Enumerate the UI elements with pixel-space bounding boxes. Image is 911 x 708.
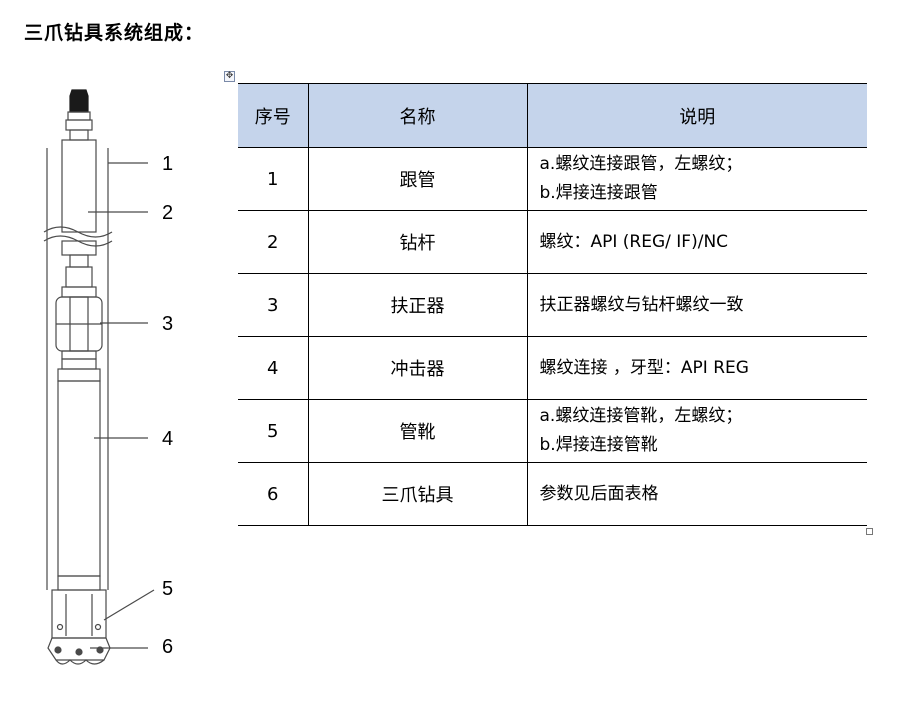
- row-desc: 扶正器螺纹与钻杆螺纹一致: [526, 273, 867, 337]
- row-desc-line: 螺纹：API (REG/ IF)/NC: [539, 231, 729, 252]
- coupling: [61, 358, 97, 370]
- table-row: 1 跟管 a.螺纹连接跟管，左螺纹； b.焊接连接跟管: [238, 147, 867, 211]
- row-desc-line: a.螺纹连接跟管，左螺纹；: [539, 154, 743, 174]
- row-name: 钻杆: [307, 210, 528, 274]
- row-desc: 螺纹连接 ，牙型：API REG: [526, 336, 867, 400]
- tri-cone-bit: [47, 637, 111, 665]
- row-no: 6: [238, 462, 309, 526]
- row-desc: 参数见后面表格: [526, 462, 867, 526]
- row-no: 4: [238, 336, 309, 400]
- callout-label: 3: [162, 313, 173, 335]
- row-no: 1: [238, 147, 309, 211]
- row-desc-line: 参数见后面表格: [539, 483, 659, 504]
- row-no: 5: [238, 399, 309, 463]
- header-desc: 说明: [526, 83, 867, 148]
- components-table: 序号 名称 说明 1 跟管 a.螺纹连接跟管，左螺纹； b.焊接连接跟管 2 钻…: [238, 83, 867, 526]
- table-row: 3 扶正器 扶正器螺纹与钻杆螺纹一致: [238, 273, 867, 337]
- header-no: 序号: [238, 83, 309, 148]
- row-desc: 螺纹：API (REG/ IF)/NC: [526, 210, 867, 274]
- page-title: 三爪钻具系统组成：: [24, 22, 205, 44]
- row-name: 冲击器: [307, 336, 528, 400]
- table-row: 4 冲击器 螺纹连接 ，牙型：API REG: [238, 336, 867, 400]
- row-desc-line: b.焊接连接管靴: [539, 435, 658, 455]
- table-header-row: 序号 名称 说明: [238, 83, 867, 148]
- drill-rod: [43, 139, 113, 298]
- drill-assembly-diagram: 1 2 3 4 5 6: [43, 89, 173, 665]
- callout-label: 4: [162, 428, 173, 450]
- row-name: 管靴: [307, 399, 528, 463]
- row-no: 2: [238, 210, 309, 274]
- table-row: 6 三爪钻具 参数见后面表格: [238, 462, 867, 526]
- callout-label: 5: [162, 578, 173, 600]
- coupling: [61, 350, 97, 360]
- table-resize-handle[interactable]: [866, 528, 873, 535]
- header-name: 名称: [307, 83, 528, 148]
- row-desc-line: b.焊接连接跟管: [539, 183, 658, 203]
- row-desc-line: a.螺纹连接管靴，左螺纹；: [539, 406, 743, 426]
- row-no: 3: [238, 273, 309, 337]
- hammer: [57, 368, 101, 591]
- callout-label: 2: [162, 202, 173, 224]
- table-row: 2 钻杆 螺纹：API (REG/ IF)/NC: [238, 210, 867, 274]
- casing-shoe: [51, 589, 107, 639]
- row-name: 三爪钻具: [307, 462, 528, 526]
- table-move-handle-icon[interactable]: ✥: [224, 71, 235, 82]
- top-connector: [65, 89, 93, 141]
- table-row: 5 管靴 a.螺纹连接管靴，左螺纹； b.焊接连接管靴: [238, 399, 867, 463]
- leader-lines: [88, 162, 155, 649]
- row-name: 扶正器: [307, 273, 528, 337]
- callout-label: 6: [162, 636, 173, 658]
- row-name: 跟管: [307, 147, 528, 211]
- row-desc-line: 螺纹连接 ，牙型：API REG: [539, 357, 749, 378]
- row-desc-line: 扶正器螺纹与钻杆螺纹一致: [539, 294, 744, 315]
- centralizer: [55, 296, 103, 352]
- row-desc: a.螺纹连接管靴，左螺纹； b.焊接连接管靴: [526, 399, 867, 463]
- callout-label: 1: [162, 153, 173, 175]
- row-desc: a.螺纹连接跟管，左螺纹； b.焊接连接跟管: [526, 147, 867, 211]
